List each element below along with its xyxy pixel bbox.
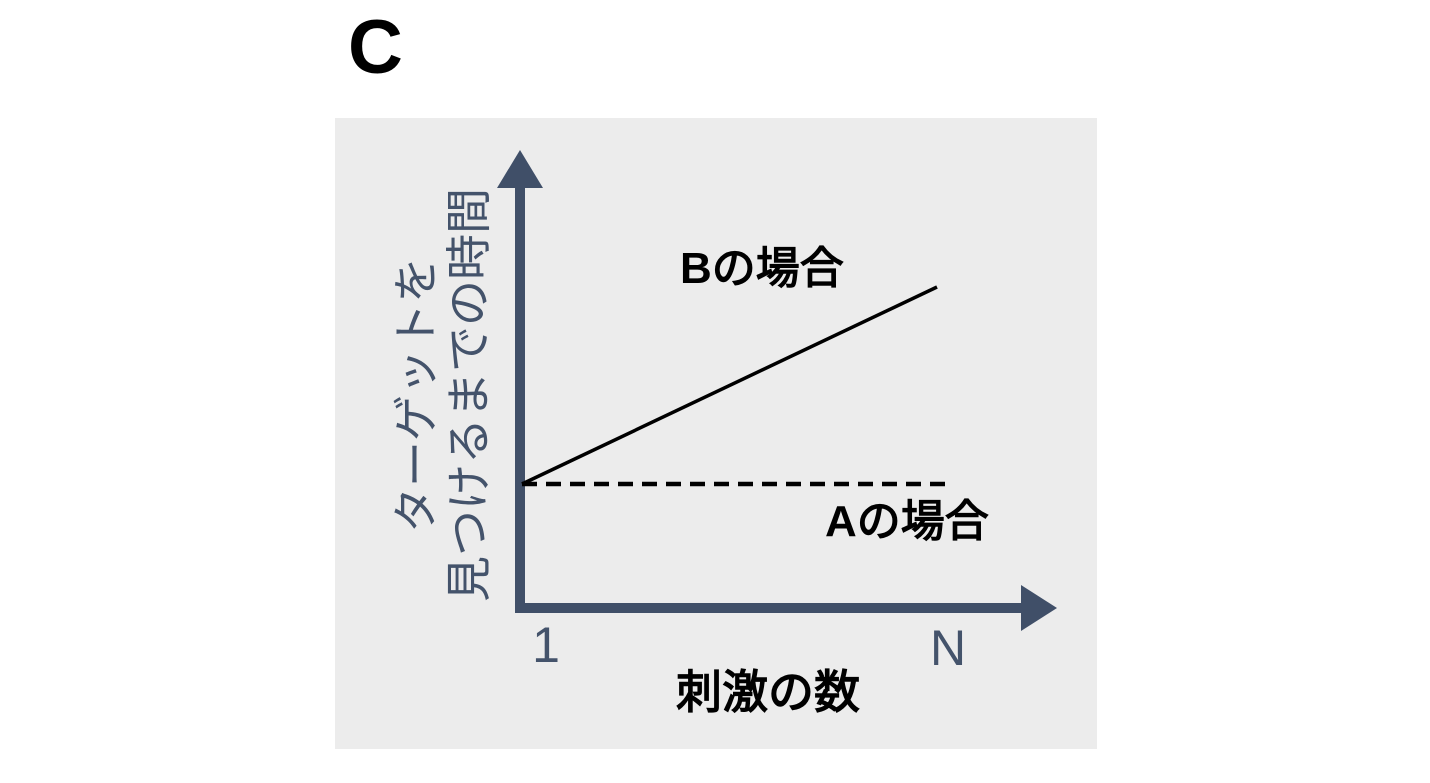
y-axis-title-line1: ターゲットを: [390, 257, 442, 533]
chart-panel: ターゲットを 見つけるまでの時間 Bの場合 Aの場合 1 N 刺激の数: [335, 118, 1097, 749]
x-axis-arrowhead: [1021, 585, 1057, 631]
panel-label: C: [348, 5, 403, 90]
y-axis-title: ターゲットを 見つけるまでの時間: [390, 125, 496, 665]
series-b-label: Bの場合: [680, 244, 844, 293]
x-axis-line: [515, 603, 1023, 613]
x-tick-1: 1: [532, 617, 560, 673]
case-b-line: [521, 285, 938, 486]
y-axis-arrowhead: [497, 150, 543, 188]
y-axis-line: [515, 178, 525, 613]
axes-and-lines-canvas: [497, 150, 1057, 631]
y-axis-title-line2: 見つけるまでの時間: [443, 188, 495, 602]
series-a-label: Aの場合: [825, 497, 989, 546]
x-axis-title: 刺激の数: [676, 666, 860, 718]
x-tick-n: N: [929, 620, 967, 676]
